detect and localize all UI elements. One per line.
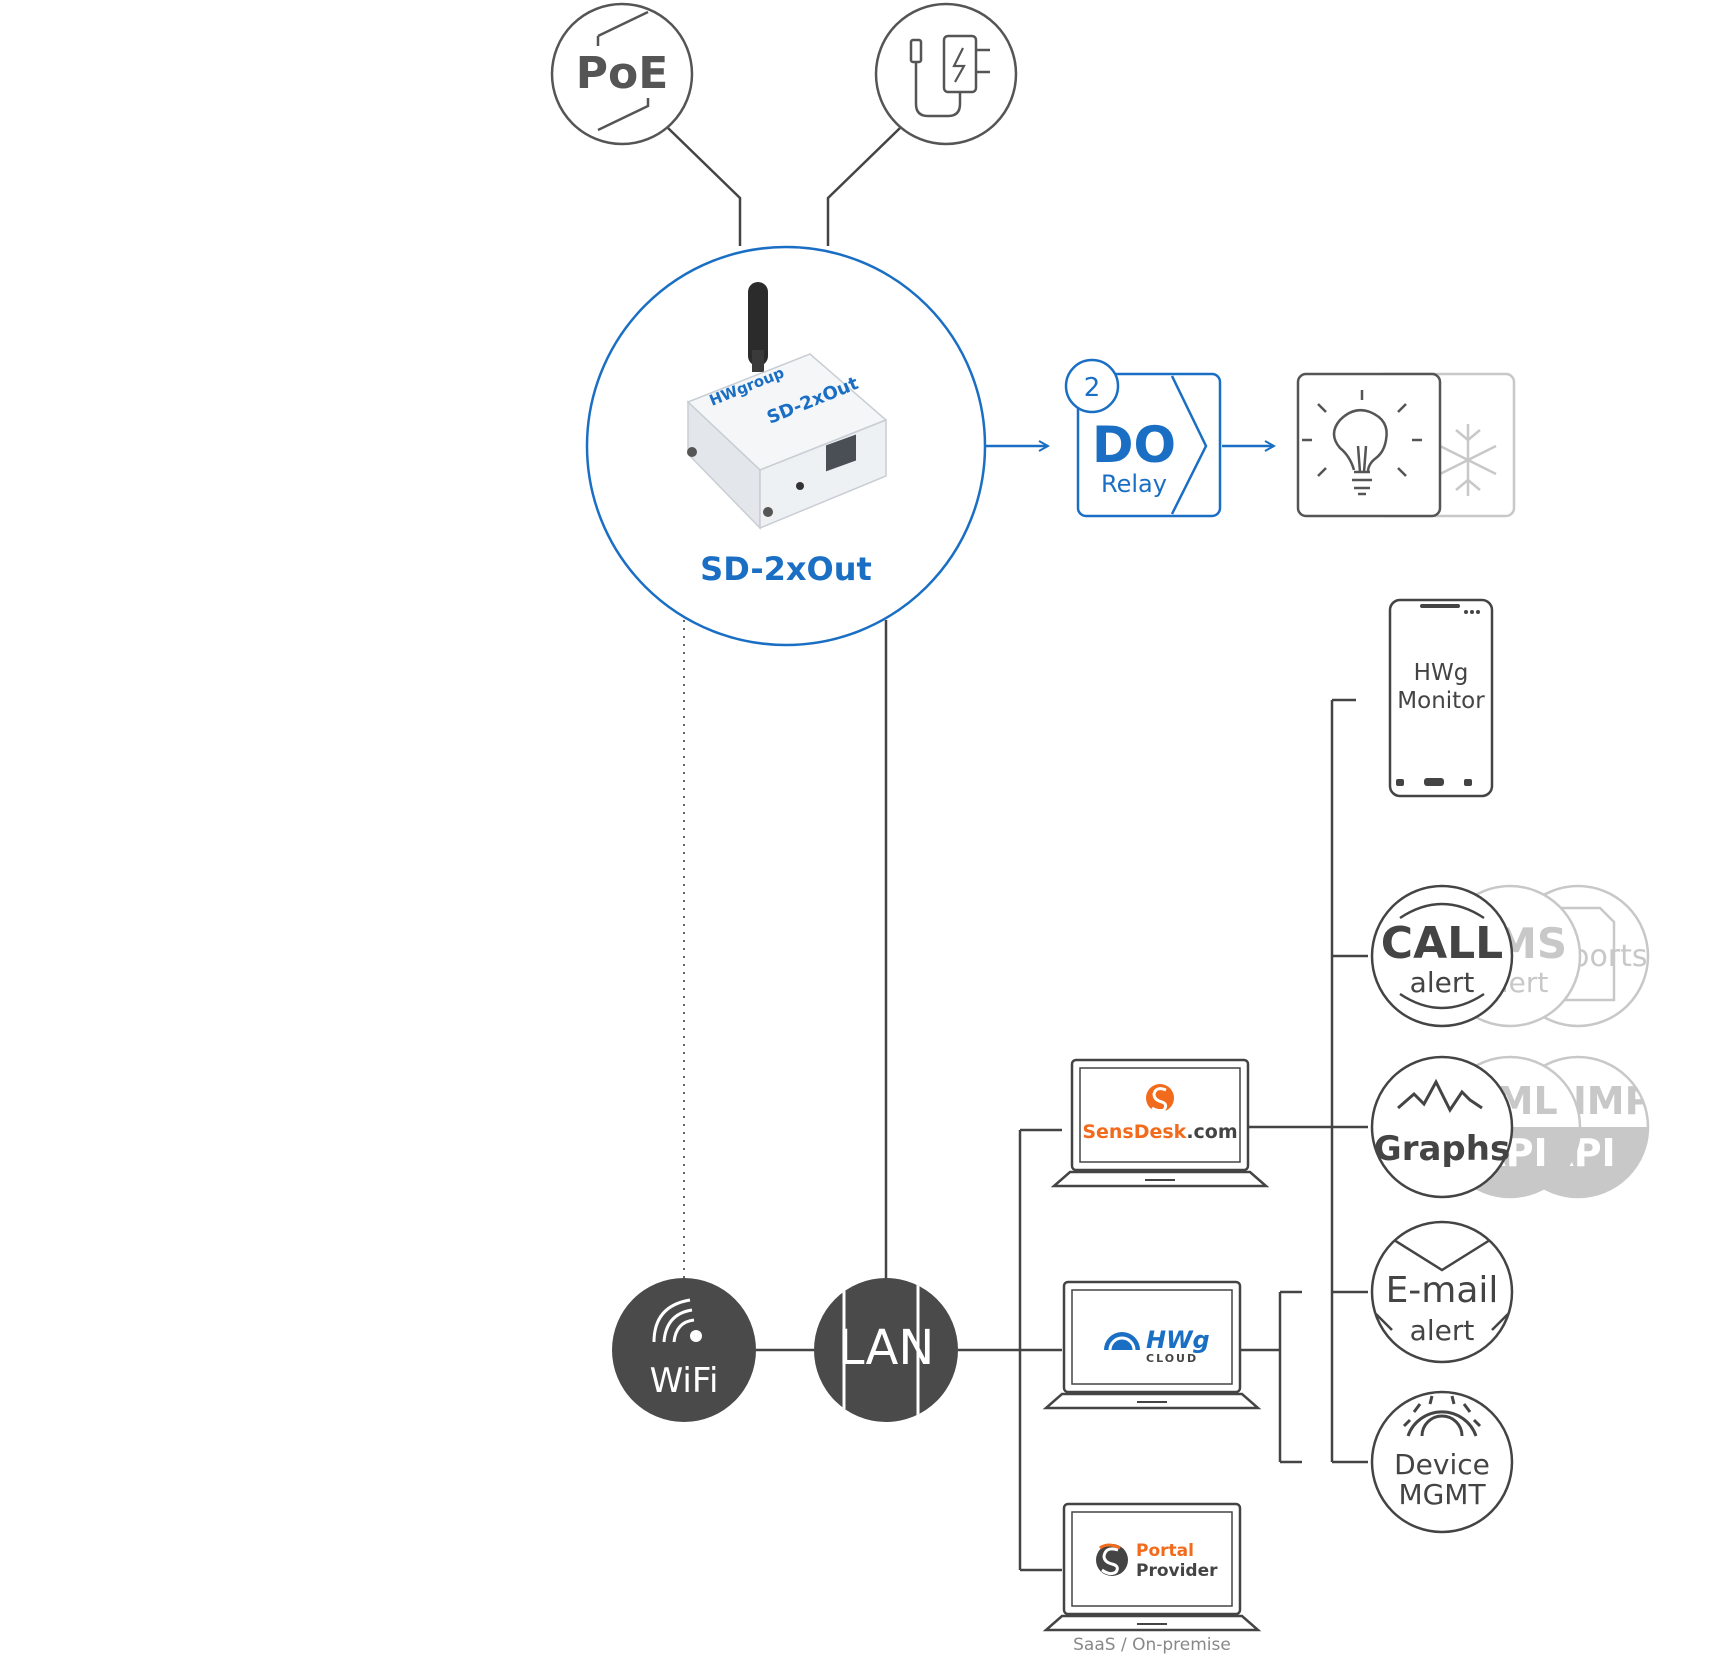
email-alert-line2: alert <box>1410 1314 1475 1347</box>
power-adapter-circle <box>874 2 1018 146</box>
device-mgmt-circle[interactable]: Device MGMT <box>1370 1390 1514 1534</box>
graphs-label: Graphs <box>1374 1129 1510 1169</box>
call-alert-line1: CALL <box>1381 918 1503 969</box>
graphs-circle[interactable]: Graphs <box>1370 1055 1514 1199</box>
portal-provider-line1: Portal <box>1136 1541 1194 1561</box>
wifi-icon <box>652 1298 695 1343</box>
call-alert-line2: alert <box>1410 966 1475 999</box>
hwg-cloud-sub: CLOUD <box>1146 1352 1198 1365</box>
portal-provider-line2: Provider <box>1136 1561 1218 1581</box>
antenna <box>748 282 768 372</box>
portal-provider-laptop[interactable]: Portal Provider <box>1042 1502 1262 1632</box>
adapter-connector <box>826 127 901 246</box>
call-alert-circle[interactable]: CALL alert <box>1370 884 1514 1028</box>
sensdesk-main: SensDesk <box>1082 1121 1186 1143</box>
output-count: 2 <box>1084 373 1101 403</box>
device-mgmt-line2: MGMT <box>1398 1478 1486 1511</box>
hwg-cloud-laptop[interactable]: HWg CLOUD <box>1042 1280 1262 1410</box>
poe-circle: PoE <box>550 2 694 146</box>
hwg-cloud-logo-icon <box>1104 1332 1140 1351</box>
envelope-icon <box>1393 1238 1491 1272</box>
poe-label: PoE <box>576 48 669 99</box>
poe-connector <box>667 127 742 246</box>
email-alert-line1: E-mail <box>1386 1270 1499 1311</box>
mobile-app-line1: HWg <box>1414 660 1469 686</box>
device-name: SD-2xOut <box>700 550 872 588</box>
wifi-circle: WiFi <box>612 1278 756 1422</box>
sensdesk-suffix: .com <box>1186 1121 1237 1143</box>
do-relay-block: 2 DO Relay <box>1064 358 1222 518</box>
portals-caption: SaaS / On-premise <box>1073 1635 1231 1655</box>
power-adapter-icon <box>909 34 990 118</box>
lightbulb-icon <box>1302 390 1422 496</box>
output-type: DO <box>1092 416 1176 474</box>
output-subtype: Relay <box>1101 470 1167 498</box>
email-alert-circle[interactable]: E-mail alert <box>1370 1220 1514 1364</box>
snowflake-icon <box>1439 424 1497 496</box>
device-mgmt-line1: Device <box>1394 1448 1490 1481</box>
actuator-cards <box>1296 372 1516 518</box>
graph-line-icon <box>1397 1078 1483 1113</box>
sensdesk-logo-icon <box>1146 1084 1174 1113</box>
mobile-app-phone[interactable]: HWg Monitor <box>1388 598 1494 798</box>
hwg-cloud-main: HWg <box>1146 1326 1210 1354</box>
connector-lines <box>667 127 1368 1572</box>
lan-label: LAN <box>838 1320 935 1376</box>
gear-icon <box>1402 1395 1482 1437</box>
sensdesk-laptop[interactable]: SensDesk.com <box>1050 1058 1270 1188</box>
device-circle: HWgroup SD-2xOut SD-2xOut <box>585 245 987 647</box>
lan-circle: LAN <box>814 1278 958 1422</box>
sensdesk-label: SensDesk.com <box>1082 1121 1237 1143</box>
portal-provider-logo-icon <box>1096 1543 1128 1576</box>
wifi-label: WiFi <box>650 1361 719 1401</box>
mobile-app-line2: Monitor <box>1397 688 1485 714</box>
